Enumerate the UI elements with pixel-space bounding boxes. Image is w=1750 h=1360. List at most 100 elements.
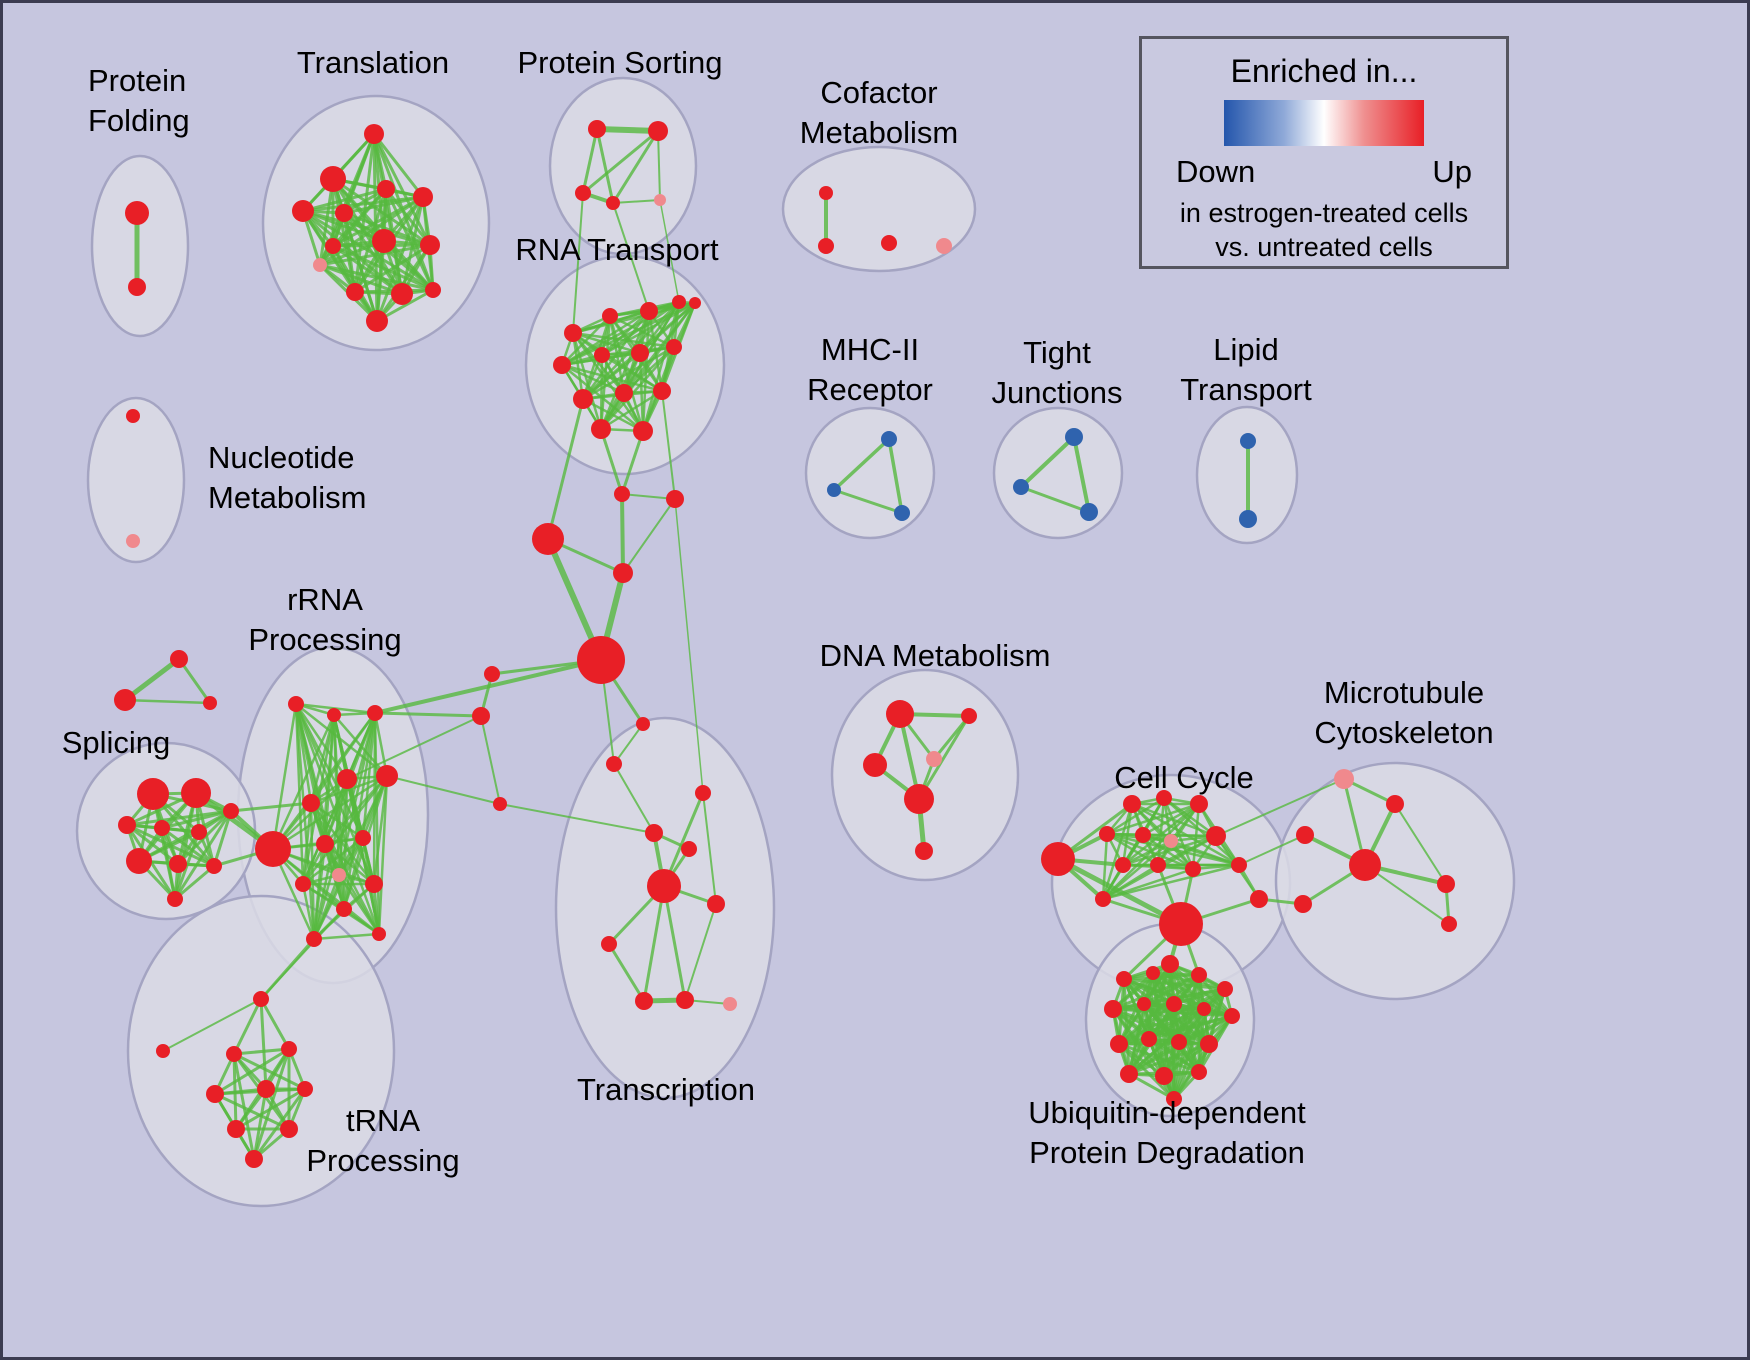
network-node-u13 xyxy=(1171,1034,1187,1050)
network-node-u18 xyxy=(1166,1091,1182,1107)
network-edge xyxy=(252,1047,291,1161)
network-node-t11 xyxy=(346,283,364,301)
network-node-s8 xyxy=(169,855,187,873)
network-node-rr2 xyxy=(327,708,341,722)
network-node-m2 xyxy=(1386,795,1404,813)
network-node-r9 xyxy=(573,389,593,409)
network-edge xyxy=(301,187,388,213)
legend-caption-line1: in estrogen-treated cells xyxy=(1179,198,1469,228)
network-edge xyxy=(123,698,212,705)
network-node-s3 xyxy=(118,816,136,834)
network-node-tr9 xyxy=(245,1150,263,1168)
network-node-t13 xyxy=(425,282,441,298)
network-edge xyxy=(1394,803,1447,885)
network-edge xyxy=(600,301,697,357)
network-edge xyxy=(1141,833,1218,838)
network-node-tr10 xyxy=(156,1044,170,1058)
network-node-t1 xyxy=(364,124,384,144)
network-edge xyxy=(662,884,687,1002)
network-node-tr8 xyxy=(280,1120,298,1138)
cluster-ellipse-mhc-ii-receptor xyxy=(804,406,936,540)
network-edge xyxy=(480,715,501,805)
network-node-c8 xyxy=(493,797,507,811)
network-node-u17 xyxy=(1191,1064,1207,1080)
network-edge xyxy=(125,823,180,866)
network-edge xyxy=(560,300,681,367)
network-node-rr13 xyxy=(336,901,352,917)
network-node-r13 xyxy=(633,421,653,441)
network-node-rr7 xyxy=(376,765,398,787)
network-edge xyxy=(232,1052,307,1091)
network-node-lt2 xyxy=(1239,510,1257,528)
network-edge xyxy=(318,177,335,267)
network-node-x1 xyxy=(170,650,188,668)
network-edge xyxy=(599,389,664,431)
network-node-s9 xyxy=(206,858,222,874)
network-node-tr7 xyxy=(227,1120,245,1138)
network-edge xyxy=(373,711,381,936)
network-node-r6 xyxy=(594,347,610,363)
network-edge xyxy=(232,1047,291,1056)
network-edge xyxy=(372,774,389,886)
network-node-tr2 xyxy=(226,1046,242,1062)
network-node-rr11 xyxy=(295,876,311,892)
network-edge xyxy=(1162,1014,1234,1078)
network-node-d2 xyxy=(961,708,977,724)
network-node-u14 xyxy=(1200,1035,1218,1053)
network-edge xyxy=(372,132,432,247)
network-edge xyxy=(674,498,704,794)
cluster-ellipse-microtubule-cytoskeleton xyxy=(1274,761,1516,1001)
network-node-cc15 xyxy=(1250,890,1268,908)
network-edge xyxy=(657,130,661,201)
network-edge xyxy=(318,243,432,267)
network-node-u16 xyxy=(1155,1067,1173,1085)
network-node-cm2 xyxy=(818,238,834,254)
network-node-r5 xyxy=(553,356,571,374)
network-edge xyxy=(1117,1042,1166,1078)
network-edge xyxy=(1019,435,1076,489)
network-node-s6 xyxy=(223,803,239,819)
network-node-mh3 xyxy=(894,505,910,521)
network-node-mh1 xyxy=(881,431,897,447)
network-node-ps5 xyxy=(654,194,666,206)
network-edge xyxy=(595,127,615,205)
network-edge xyxy=(571,331,645,433)
network-edge xyxy=(173,809,233,901)
network-node-tr6 xyxy=(297,1081,313,1097)
network-node-t6 xyxy=(413,187,433,207)
network-node-u9 xyxy=(1197,1002,1211,1016)
network-edge xyxy=(312,836,365,941)
network-edge xyxy=(599,427,624,496)
network-node-t9 xyxy=(420,235,440,255)
network-node-rr8 xyxy=(316,835,334,853)
network-edge xyxy=(1117,1042,1176,1101)
legend-up-label: Up xyxy=(1432,154,1472,189)
network-node-s1 xyxy=(137,778,169,810)
network-node-tj3 xyxy=(1080,503,1098,521)
legend-gradient-bar xyxy=(1224,100,1424,146)
network-node-rr15 xyxy=(372,927,386,941)
network-node-ps1 xyxy=(588,120,606,138)
network-edge xyxy=(1162,1042,1211,1078)
network-edge xyxy=(1117,1042,1201,1074)
network-node-tr4 xyxy=(206,1085,224,1103)
network-node-r8 xyxy=(666,339,682,355)
network-node-s7 xyxy=(126,848,152,874)
network-edge xyxy=(1142,973,1201,1006)
network-node-u1 xyxy=(1161,955,1179,973)
network-node-cc12 xyxy=(1231,857,1247,873)
network-edge xyxy=(1101,839,1173,901)
legend-caption-line2: vs. untreated cells xyxy=(1215,232,1433,262)
network-node-c1 xyxy=(614,486,630,502)
network-edge xyxy=(259,997,268,1091)
network-edge xyxy=(887,437,904,515)
network-edge xyxy=(271,713,336,851)
network-node-m7 xyxy=(1441,916,1457,932)
network-edge xyxy=(1364,864,1450,925)
network-node-ps2 xyxy=(648,121,668,141)
network-edge xyxy=(309,801,365,840)
network-edge xyxy=(832,437,891,492)
network-edge xyxy=(613,763,655,834)
